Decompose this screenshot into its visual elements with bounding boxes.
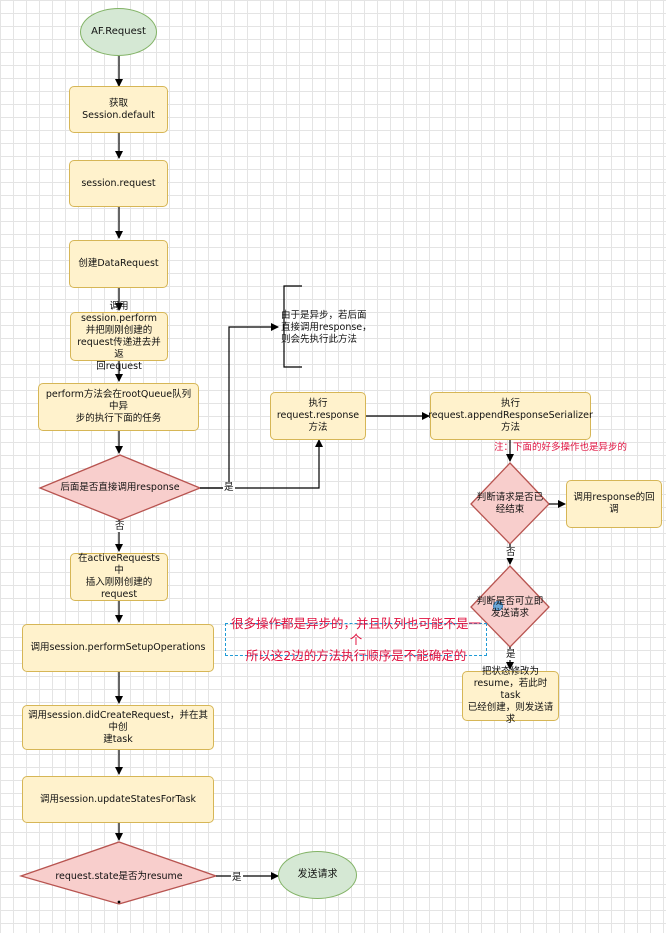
exec-response-box: 执行request.response 方法 (270, 392, 366, 440)
annotation-bracket (283, 285, 302, 368)
edge-decision-bracket (200, 323, 279, 489)
update-states-box: 调用session.updateStatesForTask (22, 776, 214, 823)
edge-label-yes-can-send: 是 (505, 649, 517, 660)
start-node: AF.Request (80, 8, 157, 56)
edge-label-no-finished: 否 (505, 547, 517, 558)
send-request-node: 发送请求 (278, 851, 357, 899)
decision-can-send-label: 判断是否可立即 发送请求 (476, 596, 544, 619)
did-create-box: 调用session.didCreateRequest，并在其中创 建task (22, 705, 214, 750)
async-bracket-note: 由于是异步，若后面 直接调用response， 则会先执行此方法 (281, 310, 372, 345)
decision-can-send-shape (470, 565, 550, 648)
append-serializer-box: 执行 request.appendResponseSerializer 方法 (428, 392, 593, 440)
change-state-box: 把状态修改为 resume，若此时task 已经创建，则发送请 求 (462, 666, 559, 725)
call-response-box: 调用response的回调 (566, 480, 662, 528)
decision-response-label: 后面是否直接调用response (60, 482, 180, 493)
session-request-box: session.request (69, 160, 168, 207)
setup-ops-box: 调用session.performSetupOperations (22, 624, 214, 672)
create-datarequest-box: 创建DataRequest (69, 240, 168, 288)
edge-label-no-response: 否 (114, 521, 126, 532)
connector-icon (493, 601, 503, 611)
perform-box: 调用session.perform 并把刚刚创建的 request传递进去并返 … (70, 301, 168, 372)
insert-active-box: 在activeRequests中 插入刚刚创建的 request (70, 553, 168, 601)
get-session-box: 获取Session.default (69, 86, 168, 133)
decision-finished-label: 判断请求是否已 经结束 (476, 492, 544, 515)
edge-label-yes-resume: 是 (231, 872, 243, 883)
rootqueue-box: perform方法会在rootQueue队列中异 步的执行下面的任务 (38, 383, 199, 431)
edge-decision-exec-response (200, 439, 323, 489)
resume-bottom-dot (117, 900, 121, 904)
edge-label-yes-response: 是 (223, 482, 235, 493)
async-ops-note: 注：下面的好多操作也是异步的 (494, 442, 628, 453)
order-uncertain-note: 很多操作都是异步的，并且队列也可能不是一个 所以这2边的方法执行顺序是不能确定的 (225, 616, 487, 663)
decision-resume-label: request.state是否为resume (55, 871, 183, 882)
